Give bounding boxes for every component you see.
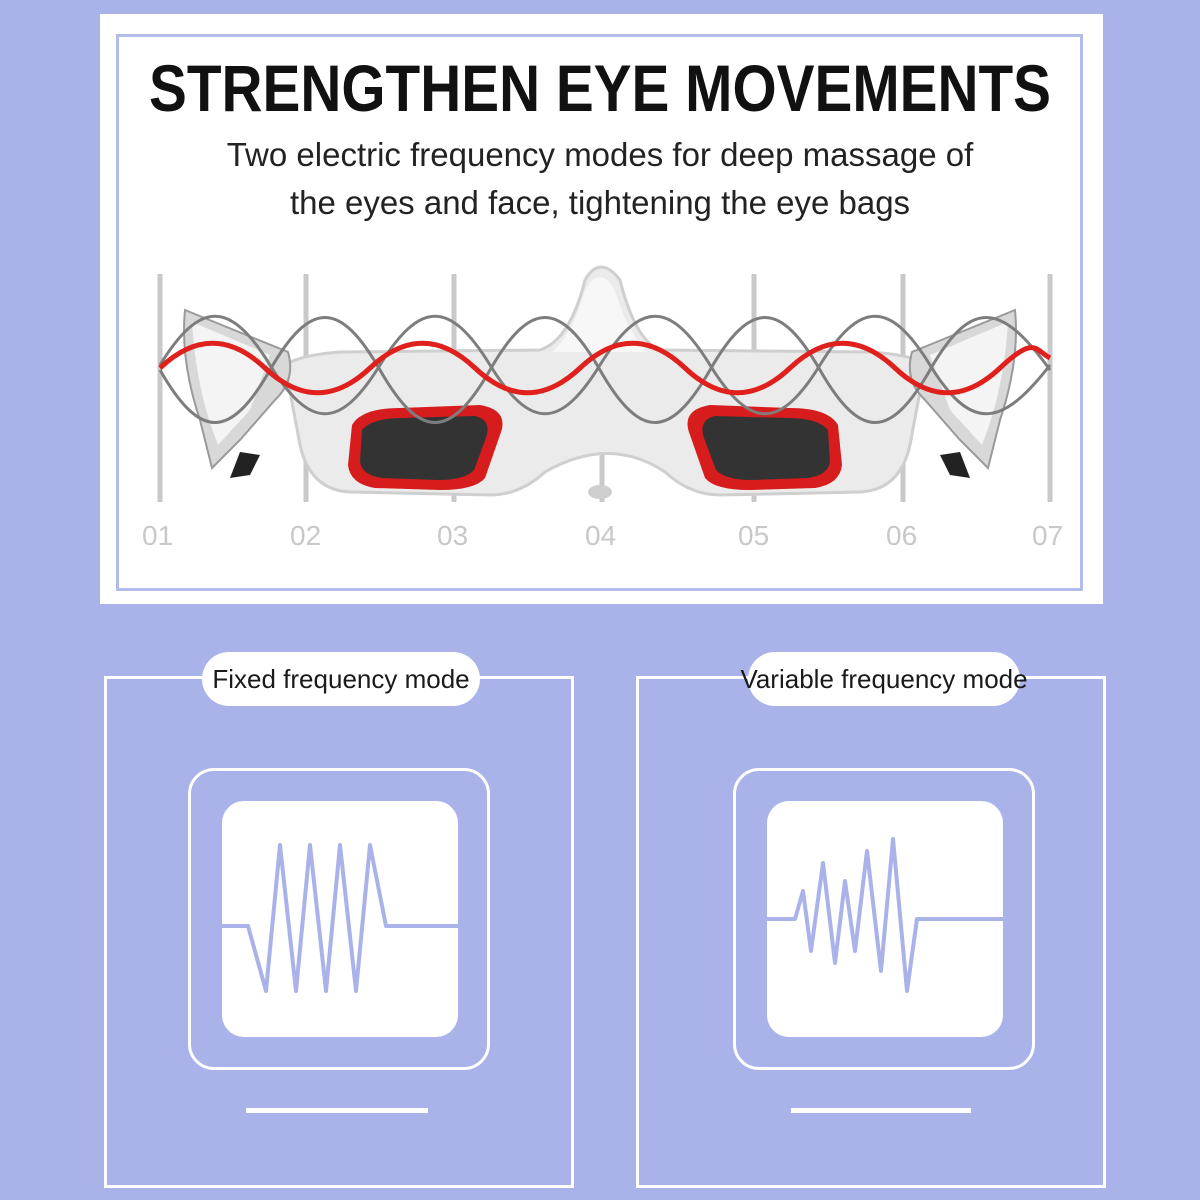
page-title: STRENGTHEN EYE MOVEMENTS (149, 51, 1051, 125)
position-marker: 03 (437, 520, 469, 551)
top-card-frame (116, 34, 1083, 591)
variable-monitor-stand (791, 1108, 971, 1113)
left-temple (183, 308, 292, 478)
position-marker: 04 (585, 520, 617, 551)
pulse-wave-icon (767, 837, 1003, 993)
subtitle-line-1: Two electric frequency modes for deep ma… (226, 136, 974, 173)
red-wave (158, 340, 1052, 396)
variable-monitor-frame (733, 768, 1035, 1070)
fixed-monitor-stand (246, 1108, 428, 1113)
fixed-monitor-screen (222, 801, 458, 1037)
position-marker: 05 (738, 520, 770, 551)
subtitle-line-2: the eyes and face, tightening the eye ba… (289, 184, 911, 221)
gray-wave-lower (158, 316, 1052, 424)
position-marker: 07 (1032, 520, 1064, 551)
position-marker: 02 (290, 520, 322, 551)
fixed-frequency-label: Fixed frequency mode (202, 652, 480, 706)
position-marker: 06 (886, 520, 918, 551)
eye-massager-illustration (157, 265, 1053, 502)
position-marker: 01 (142, 520, 174, 551)
gray-wave-upper (158, 314, 1052, 416)
right-temple (908, 308, 1017, 478)
variable-frequency-label: Variable frequency mode (740, 652, 1028, 706)
pulse-wave-icon (222, 843, 458, 993)
fixed-monitor-frame (188, 768, 490, 1070)
